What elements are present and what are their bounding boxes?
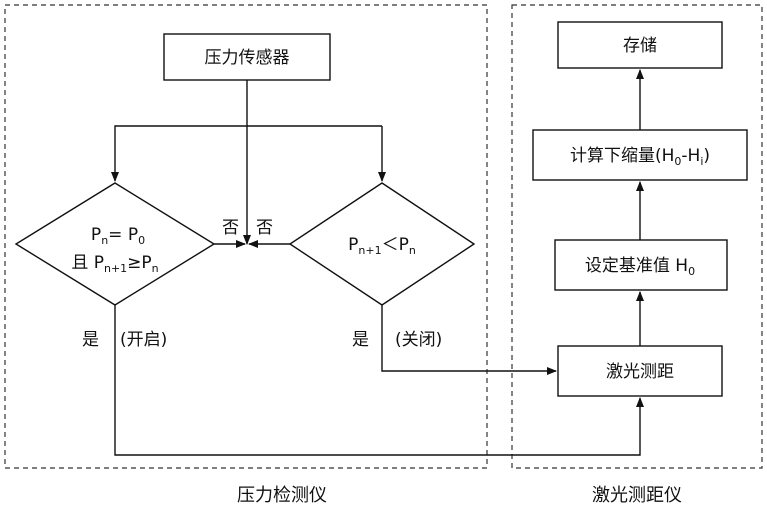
baseline-label: 设定基准值 H0 xyxy=(585,256,695,278)
pressure-detector-caption: 压力检测仪 xyxy=(237,485,327,506)
storage-label: 存储 xyxy=(623,36,657,56)
left-decision-line1: Pn= P0 xyxy=(91,225,145,247)
right-yes-label: 是 xyxy=(352,330,369,350)
pressure-sensor-label: 压力传感器 xyxy=(205,48,290,68)
laser-ranging-label: 激光测距 xyxy=(606,362,674,382)
right-no-label: 否 xyxy=(256,218,273,238)
left-yes-note: (开启) xyxy=(120,330,167,350)
calc-label: 计算下缩量(H0-Hi) xyxy=(570,146,710,168)
right-decision-condition: Pn+1＜Pn xyxy=(348,235,416,257)
right-yes-note: (关闭) xyxy=(395,330,442,350)
laser-rangefinder-caption: 激光测距仪 xyxy=(592,485,682,506)
left-no-label: 否 xyxy=(222,218,239,238)
laser-rangefinder-frame xyxy=(512,5,762,468)
left-yes-label: 是 xyxy=(82,330,99,350)
branch-to-left-decision xyxy=(115,126,382,181)
